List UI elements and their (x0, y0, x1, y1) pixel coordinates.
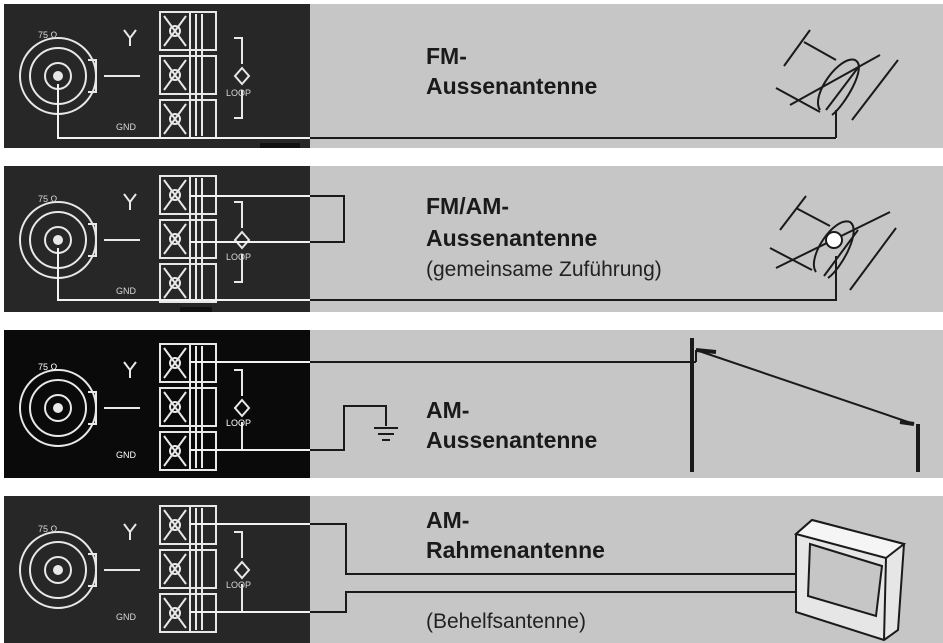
row-title-line2: Aussenantenne (426, 225, 597, 251)
row-fm-outdoor: 75 Ω LOOP GND FM- Aussenantenne (4, 4, 943, 148)
ground-symbol-icon (374, 427, 398, 441)
loop-label: LOOP (226, 580, 251, 590)
row-title-line1: AM- (426, 397, 469, 423)
row-am-loop: 75 Ω LOOP GND AM- Rahmenantenne (Behelfs… (4, 496, 943, 643)
row-title-line2: Rahmenantenne (426, 537, 605, 563)
gnd-label: GND (116, 286, 137, 296)
row-am-outdoor: 75 Ω LOOP GND AM- Aussenantenne (4, 330, 943, 478)
row-subtitle: (gemeinsame Zuführung) (426, 258, 662, 281)
yagi-antenna-icon (775, 29, 899, 138)
row-subtitle: (Behelfsantenne) (426, 610, 586, 633)
yagi-antenna-feed-icon (769, 195, 897, 300)
loop-label: LOOP (226, 418, 251, 428)
loop-label: LOOP (226, 88, 251, 98)
gnd-label: GND (116, 450, 137, 460)
row-title-line2: Aussenantenne (426, 427, 597, 453)
gnd-label: GND (116, 122, 137, 132)
row-title-line1: FM/AM- (426, 193, 509, 219)
row-title-line2: Aussenantenne (426, 73, 597, 99)
longwire-antenna-icon (690, 338, 920, 472)
impedance-label: 75 Ω (38, 524, 58, 534)
row-title-line1: FM- (426, 43, 467, 69)
impedance-label: 75 Ω (38, 362, 58, 372)
impedance-label: 75 Ω (38, 194, 58, 204)
row-title-line1: AM- (426, 507, 469, 533)
loop-frame-antenna-icon (793, 518, 907, 642)
row-fm-am-outdoor: 75 Ω LOOP GND FM/AM- Aussenantenne (geme… (4, 166, 943, 312)
loop-label: LOOP (226, 252, 251, 262)
impedance-label: 75 Ω (38, 30, 58, 40)
gnd-label: GND (116, 612, 137, 622)
